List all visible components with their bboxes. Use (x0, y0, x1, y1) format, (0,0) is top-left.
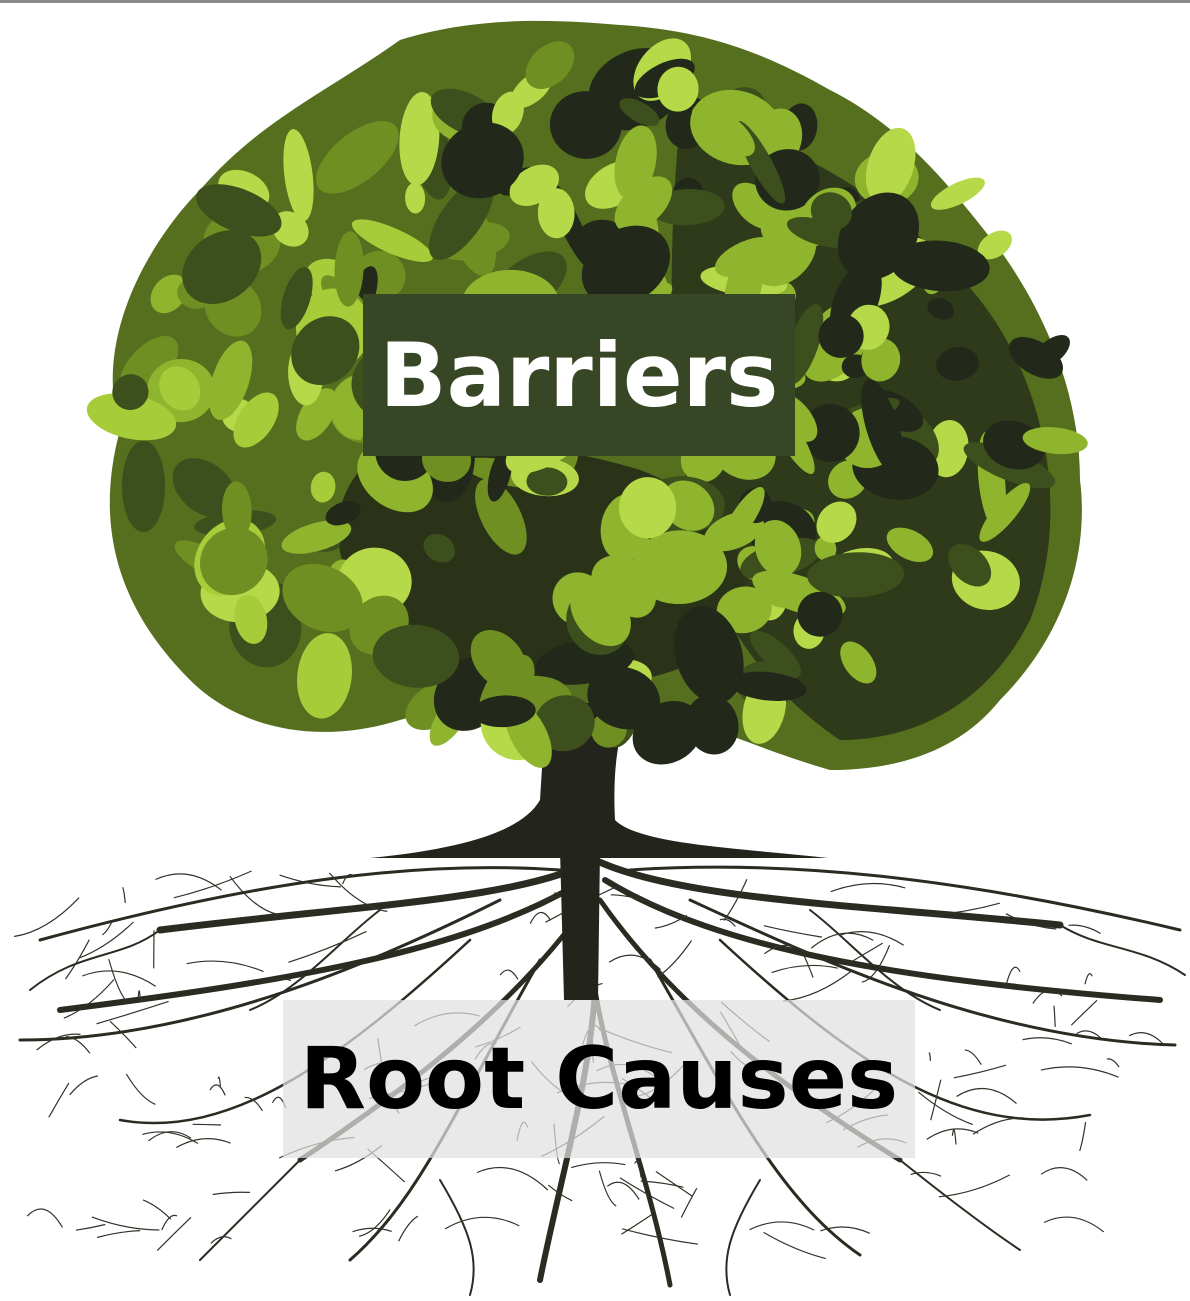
fine-root (157, 1217, 191, 1250)
fine-root (97, 1231, 140, 1238)
fine-root (49, 1083, 69, 1117)
fine-root (187, 961, 264, 972)
fine-root (783, 971, 852, 1001)
fine-root (811, 933, 873, 948)
fine-root (1054, 1006, 1055, 1027)
fine-root (399, 1216, 418, 1241)
fine-root (76, 1225, 105, 1231)
fine-root (176, 1139, 230, 1148)
fine-root (599, 1171, 616, 1206)
fine-root (1071, 1000, 1097, 1025)
fine-root (1023, 1038, 1072, 1044)
fine-root (70, 1076, 98, 1095)
barriers-label-box: Barriers (363, 294, 795, 456)
fine-root (92, 1217, 160, 1230)
fine-root (193, 1124, 221, 1125)
fine-root (952, 1130, 956, 1145)
fine-root (1085, 974, 1092, 985)
fine-root (1107, 1059, 1119, 1067)
fine-root (1041, 1067, 1119, 1077)
fine-root (445, 1217, 519, 1229)
fine-root (1006, 967, 1020, 984)
fine-root (230, 876, 278, 914)
fine-root (156, 874, 222, 890)
fine-root (911, 1172, 941, 1176)
fine-root (656, 1172, 693, 1197)
fine-root (82, 971, 155, 986)
root-causes-label: Root Causes (300, 1029, 899, 1129)
fine-root (1041, 1168, 1087, 1181)
fine-root (477, 1168, 548, 1190)
fine-root (750, 1222, 815, 1230)
fine-root (931, 1080, 941, 1121)
fine-root (965, 1050, 982, 1065)
fine-root (288, 931, 366, 962)
fine-root (1080, 1122, 1086, 1151)
fine-root (973, 1118, 1022, 1134)
fine-root (621, 1215, 652, 1235)
fine-root (109, 959, 126, 1001)
fine-root (658, 941, 692, 978)
fine-root (764, 1232, 826, 1258)
fine-root (607, 1182, 639, 1199)
fine-root (772, 965, 838, 972)
fine-root (143, 1200, 171, 1219)
fine-root (957, 1089, 1017, 1104)
fine-root (64, 980, 114, 1019)
fine-root (126, 1074, 155, 1104)
fine-root (764, 926, 822, 937)
fine-root (939, 1175, 1010, 1197)
fine-root (929, 1053, 930, 1061)
barriers-label: Barriers (380, 324, 779, 427)
foliage-blob (122, 441, 165, 532)
fine-root (954, 1065, 1006, 1078)
fine-root (27, 1209, 62, 1227)
fine-root (210, 1085, 225, 1096)
fine-root (530, 913, 550, 924)
fine-root (681, 1188, 697, 1217)
fine-root (724, 879, 747, 920)
fine-root (571, 1163, 625, 1168)
root-causes-label-box: Root Causes (283, 1000, 915, 1158)
fine-root (1044, 1217, 1104, 1232)
fine-root (213, 1192, 250, 1194)
fine-root (123, 887, 126, 903)
fine-root (500, 970, 518, 979)
fine-root (831, 884, 905, 892)
